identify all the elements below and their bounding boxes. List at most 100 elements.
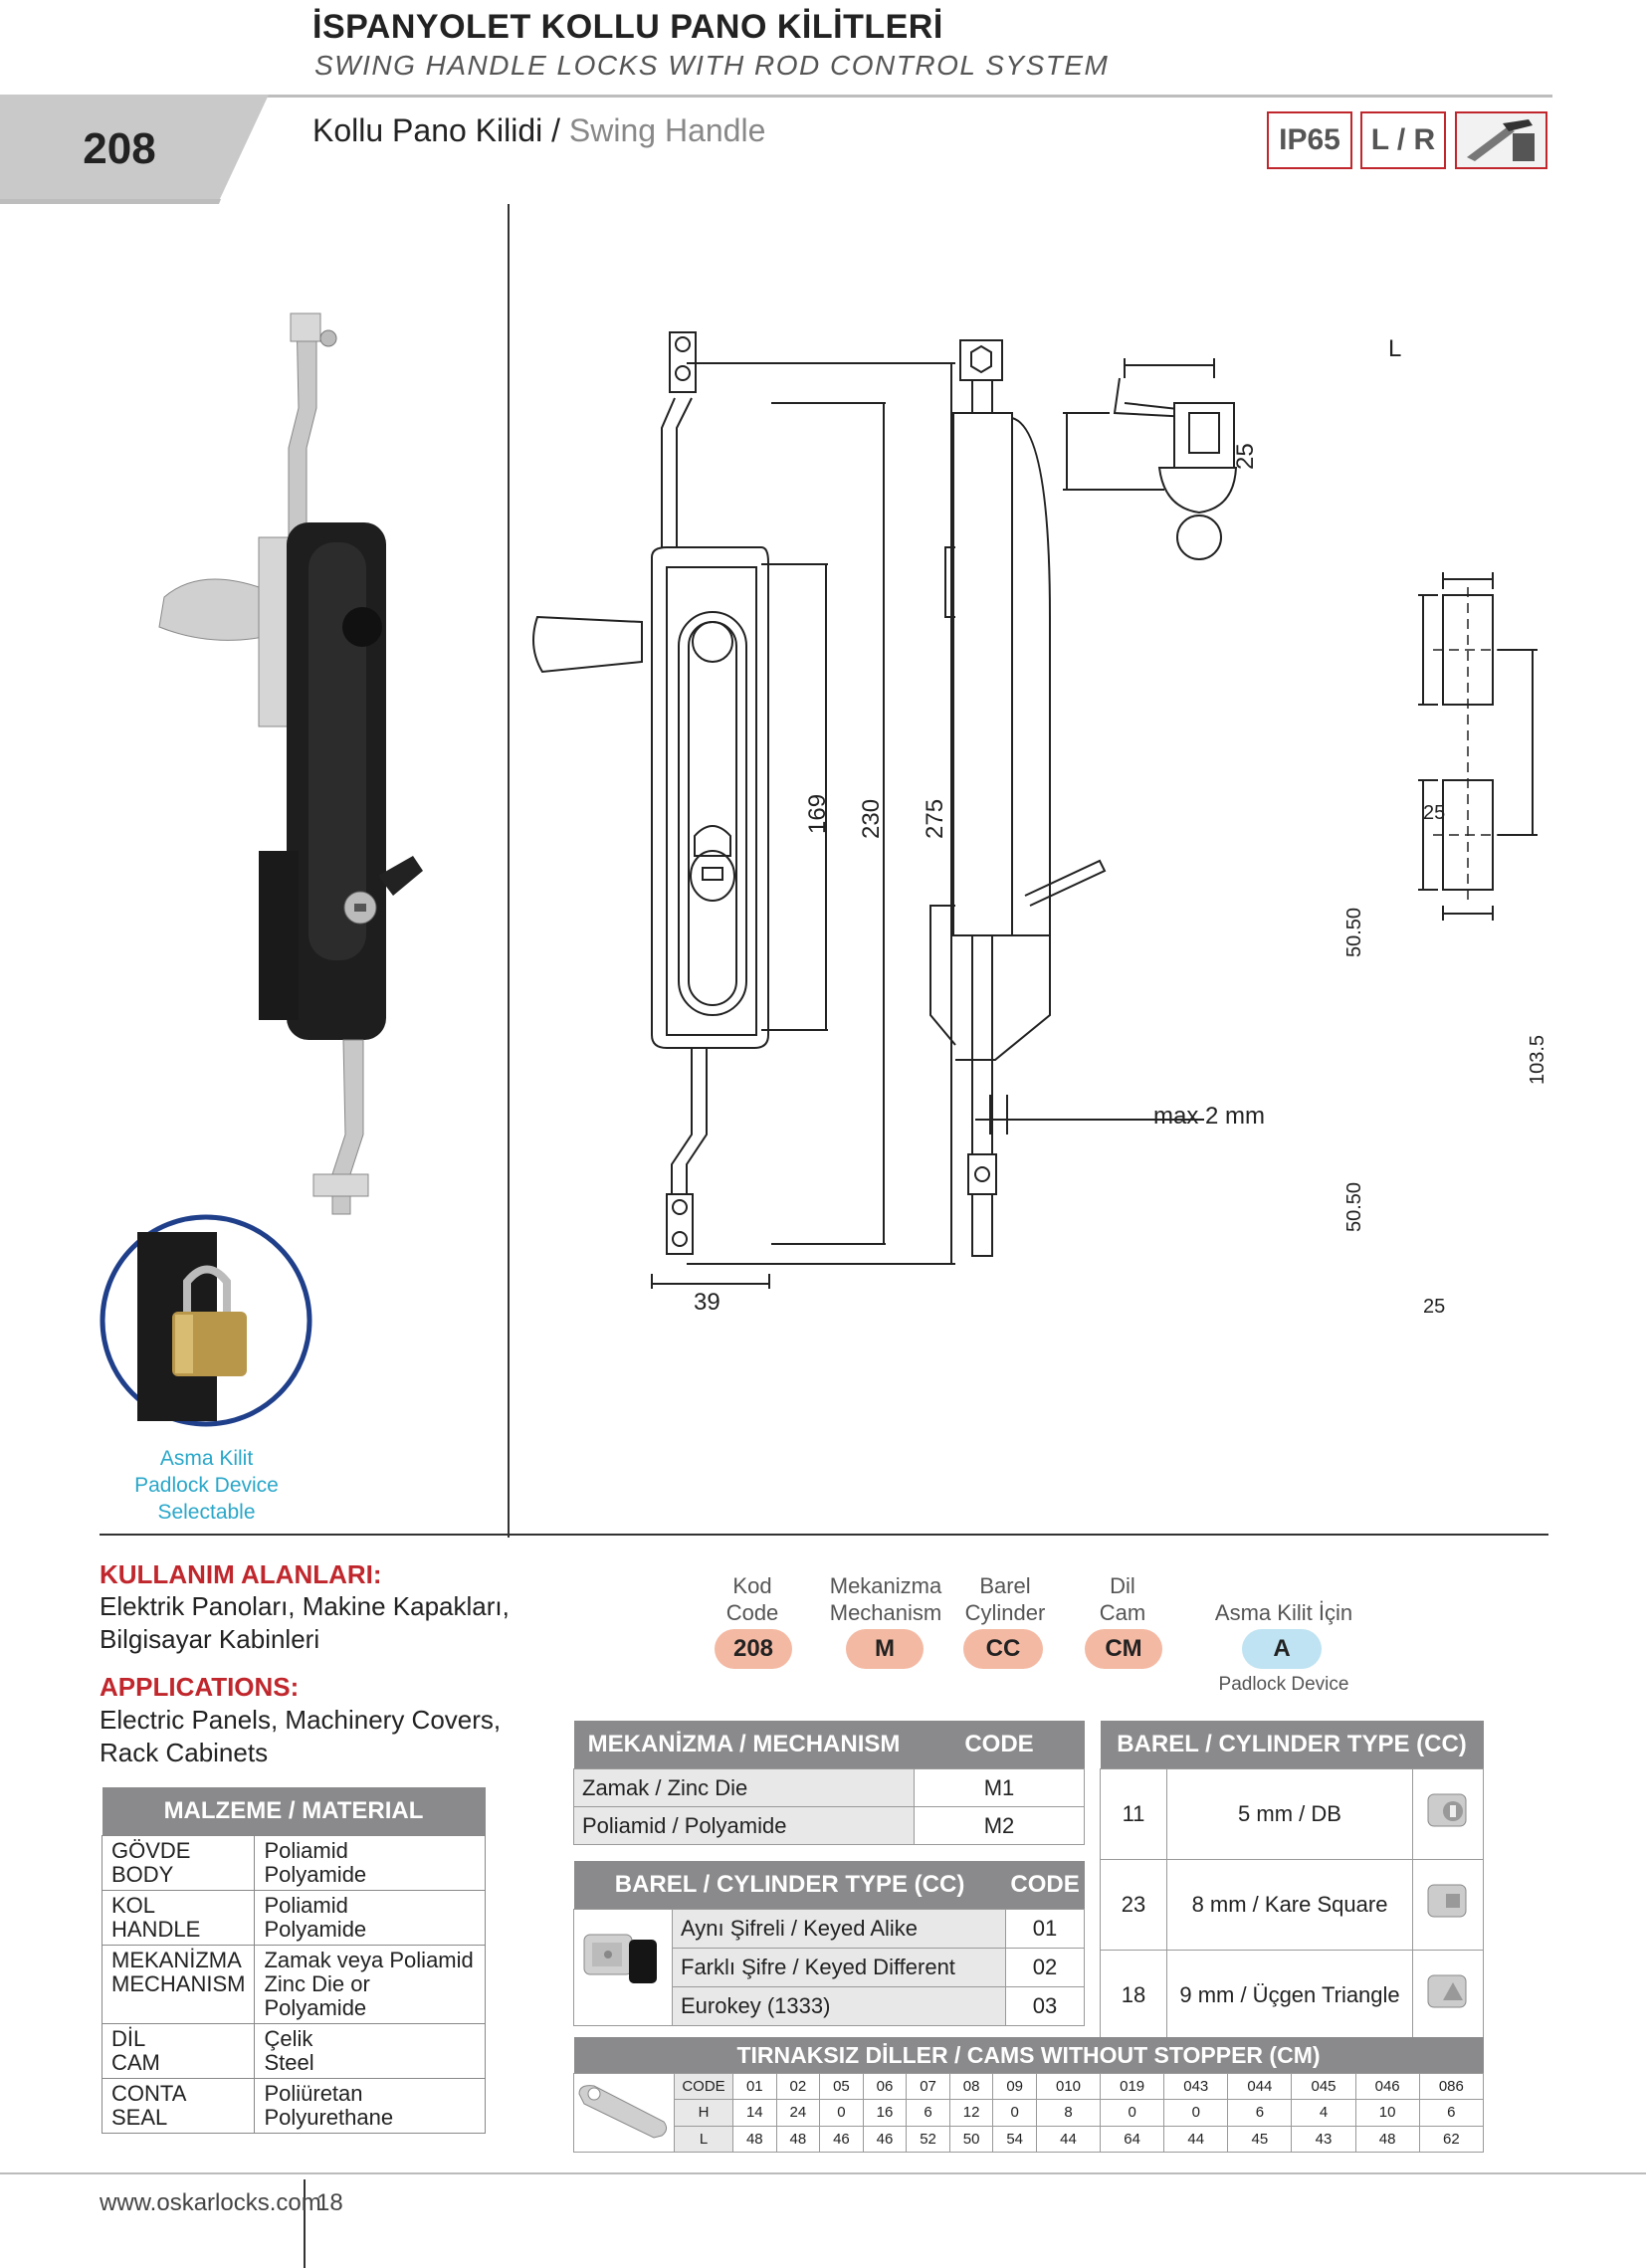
cam-image-cell: [573, 2073, 675, 2153]
usage-text-en: Electric Panels, Machinery Covers, Rack …: [100, 1704, 501, 1769]
material-key-en: HANDLE: [111, 1917, 201, 1942]
page-number: 18: [316, 2189, 343, 2216]
cylinder-type-desc: 8 mm / Kare Square: [1166, 1859, 1413, 1951]
product-name-tr: Kollu Pano Kilidi /: [312, 112, 561, 148]
table-row: Eurokey (1333) 03: [574, 1986, 1085, 2026]
mechanism-code-heading: CODE: [914, 1721, 1085, 1769]
cams-cell-code: 019: [1100, 2072, 1165, 2101]
cams-cell-l: 44: [1163, 2125, 1229, 2154]
table-row: Aynı Şifreli / Keyed Alike 01: [573, 1909, 1085, 2026]
cams-cell-l: 64: [1100, 2125, 1165, 2154]
cams-row-label: H: [674, 2099, 733, 2127]
cams-cell-h: 14: [732, 2099, 777, 2127]
usage-text-tr-line2: Bilgisayar Kabinleri: [100, 1624, 320, 1654]
cams-cell-l: 48: [732, 2125, 777, 2154]
table-row: Poliamid / Polyamide M2: [573, 1806, 1085, 1845]
code-pill-mechanism: M: [846, 1629, 924, 1669]
cylinder-db-icon: [1412, 1768, 1484, 1860]
cams-cell-code: 044: [1227, 2072, 1293, 2101]
cylinder-square-icon: [1412, 1859, 1484, 1951]
table-row: Zamak / Zinc Die M1: [573, 1768, 1085, 1807]
product-name-en: Swing Handle: [568, 112, 766, 148]
padlock-photo: [100, 1214, 312, 1427]
dim-25-side: 25: [1232, 443, 1259, 470]
dim-max-2mm: max 2 mm: [1153, 1103, 1266, 1130]
cams-cell-h: 10: [1354, 2099, 1420, 2127]
cylinder-cc-code-heading: CODE: [1005, 1861, 1085, 1910]
cams-cell-l: 46: [819, 2125, 864, 2154]
code-builder-label-en: Cam: [1099, 1600, 1146, 1625]
dim-25-bottom: 25: [1423, 1296, 1446, 1318]
cylinder-cc-code: 01: [1005, 1909, 1085, 1949]
cams-cell-h: 6: [1227, 2099, 1293, 2127]
cams-cell-h: 12: [948, 2099, 994, 2127]
cylinder-type-code: 18: [1100, 1950, 1167, 2041]
material-value-en: Polyamide: [264, 1917, 367, 1942]
dim-103-5: 103.5: [1527, 1034, 1548, 1085]
cams-cell-l: 45: [1227, 2125, 1293, 2154]
cylinder-cc-table-heading: BAREL / CYLINDER TYPE (CC): [573, 1861, 1006, 1910]
cams-cell-code: 08: [948, 2072, 994, 2101]
cams-cell-code: 045: [1291, 2072, 1356, 2101]
cams-cell-code: 02: [775, 2072, 821, 2101]
material-key-tr: MEKANİZMA: [111, 1948, 242, 1972]
swing-handle-icon: [1457, 113, 1545, 167]
mechanism-name: Poliamid / Polyamide: [573, 1806, 915, 1845]
padlock-caption: Asma Kilit Padlock Device Selectable: [100, 1445, 313, 1526]
padlock-caption-tr: Asma Kilit: [159, 1447, 254, 1470]
cylinder-cc-name: Eurokey (1333): [671, 1986, 1007, 2026]
cams-cell-l: 52: [906, 2125, 950, 2154]
cams-cell-h: 6: [906, 2099, 950, 2127]
usage-text-en-line1: Electric Panels, Machinery Covers,: [100, 1705, 502, 1735]
code-builder-label-tr: Kod: [732, 1573, 772, 1598]
dim-169: 169: [804, 793, 831, 834]
cam-icon: [578, 2085, 668, 2139]
table-row: Farklı Şifre / Keyed Different 02: [574, 1948, 1085, 1987]
code-builder-label-en: Mechanism: [829, 1600, 942, 1625]
cylinder-cc-code: 02: [1005, 1948, 1085, 1987]
footer-separator: [304, 2179, 306, 2268]
cams-cell-h: 0: [1100, 2099, 1165, 2127]
cams-row-label: L: [674, 2125, 733, 2154]
cams-table-heading: TIRNAKSIZ DİLLER / CAMS WITHOUT STOPPER …: [573, 2037, 1484, 2074]
code-builder-label-en: Code: [725, 1600, 779, 1625]
material-value-tr: Poliüretan: [264, 2081, 363, 2106]
cylinder-image-cell: [573, 1909, 673, 2026]
footer-url[interactable]: www.oskarlocks.com: [100, 2189, 321, 2216]
cams-cell-l: 54: [992, 2125, 1037, 2154]
material-value-en: Zinc Die or Polyamide: [264, 1971, 370, 2020]
page-subtitle: SWING HANDLE LOCKS WITH ROD CONTROL SYST…: [314, 50, 1110, 81]
footer-divider: [0, 2172, 1646, 2174]
cylinder-triangle-icon: [1412, 1950, 1484, 2041]
padlock-caption-en: Padlock Device Selectable: [134, 1474, 279, 1524]
usage-text-tr-line1: Elektrik Panoları, Makine Kapakları,: [100, 1591, 510, 1621]
code-pill-208: 208: [715, 1629, 792, 1669]
material-key-tr: GÖVDE: [111, 1838, 191, 1863]
mechanism-name: Zamak / Zinc Die: [573, 1768, 915, 1807]
material-table-heading: MALZEME / MATERIAL: [102, 1787, 486, 1836]
table-row: 11 5 mm / DB: [1100, 1768, 1484, 1860]
cams-cell-code: 046: [1354, 2072, 1420, 2101]
cams-cell-code: 086: [1418, 2072, 1485, 2101]
material-value-en: Polyamide: [264, 1862, 367, 1887]
usage-heading-tr: KULLANIM ALANLARI:: [100, 1559, 382, 1589]
dim-275: 275: [922, 798, 948, 839]
usage-text-en-line2: Rack Cabinets: [100, 1738, 269, 1767]
dim-50-50-bottom: 50.50: [1343, 1181, 1365, 1232]
material-value-tr: Çelik: [264, 2026, 313, 2051]
code-builder-label-tr: Dil: [1110, 1573, 1135, 1598]
cams-cell-l: 50: [948, 2125, 994, 2154]
product-name: Kollu Pano Kilidi / Swing Handle: [312, 112, 765, 149]
dim-50-50-top: 50.50: [1343, 907, 1365, 957]
technical-drawing: [532, 331, 1538, 1289]
